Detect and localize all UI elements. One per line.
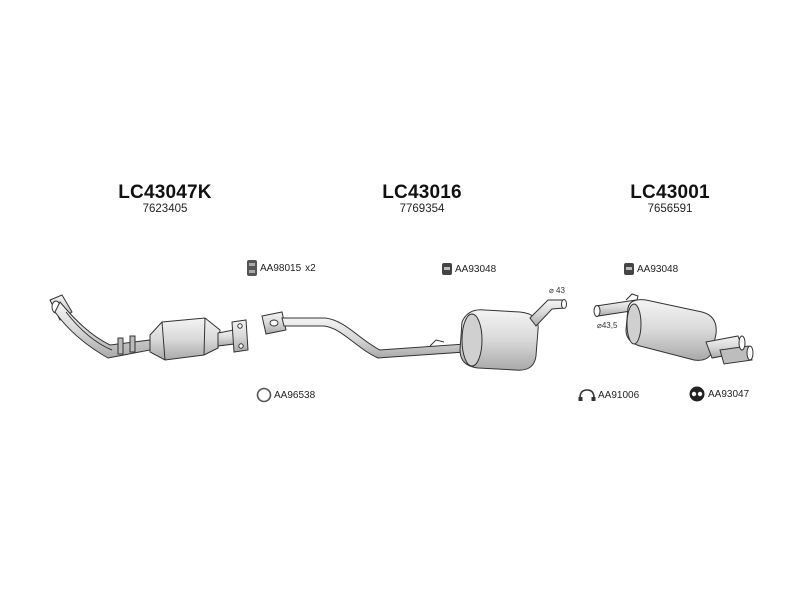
accessory-code: AA96538: [274, 389, 316, 401]
part-code-front: LC43047K: [118, 182, 212, 203]
part-code-rear: LC43001: [630, 182, 710, 203]
oem-code-front: 7623405: [142, 203, 188, 215]
accessory-code: AA93047: [708, 388, 750, 400]
clamp-icon: [578, 389, 596, 401]
part-code-middle: LC43016: [382, 182, 462, 203]
rubber-hanger-icon: [442, 263, 452, 275]
accessory-hanger-rear: AA93048: [623, 262, 678, 276]
rear-silencer: [593, 293, 754, 365]
accessory-clamp: AA91006: [578, 388, 639, 402]
accessory-rubber-ring: AA93047: [688, 385, 749, 403]
assembly-rear: LC43001 7656591: [610, 182, 730, 215]
accessory-code: AA98015: [260, 262, 302, 274]
assembly-middle: LC43016 7769354: [362, 182, 482, 215]
accessory-rubber-hanger-x2: AA98015 x2: [246, 259, 316, 277]
dimension-rear-inlet: ⌀43,5: [597, 321, 618, 330]
accessory-code: AA93048: [455, 263, 497, 275]
accessory-hanger-mid: AA93048: [441, 262, 496, 276]
rubber-hanger-icon: [624, 263, 634, 275]
oem-code-middle: 7769354: [399, 203, 445, 215]
assembly-front: LC43047K 7623405: [105, 182, 225, 215]
oem-code-rear: 7656591: [647, 203, 693, 215]
ring-gasket-icon: [256, 387, 272, 403]
accessory-code: AA93048: [637, 263, 679, 275]
rubber-hanger-icon: [247, 260, 257, 276]
accessory-code: AA91006: [598, 389, 640, 401]
accessory-qty: x2: [305, 262, 316, 274]
dimension-mid-outlet: ⌀ 43: [549, 286, 565, 295]
accessory-ring-gasket: AA96538: [256, 387, 315, 403]
rubber-ring-icon: [689, 386, 705, 402]
middle-pipe-silencer: [261, 299, 567, 371]
front-pipe-catalyst: [49, 294, 249, 361]
